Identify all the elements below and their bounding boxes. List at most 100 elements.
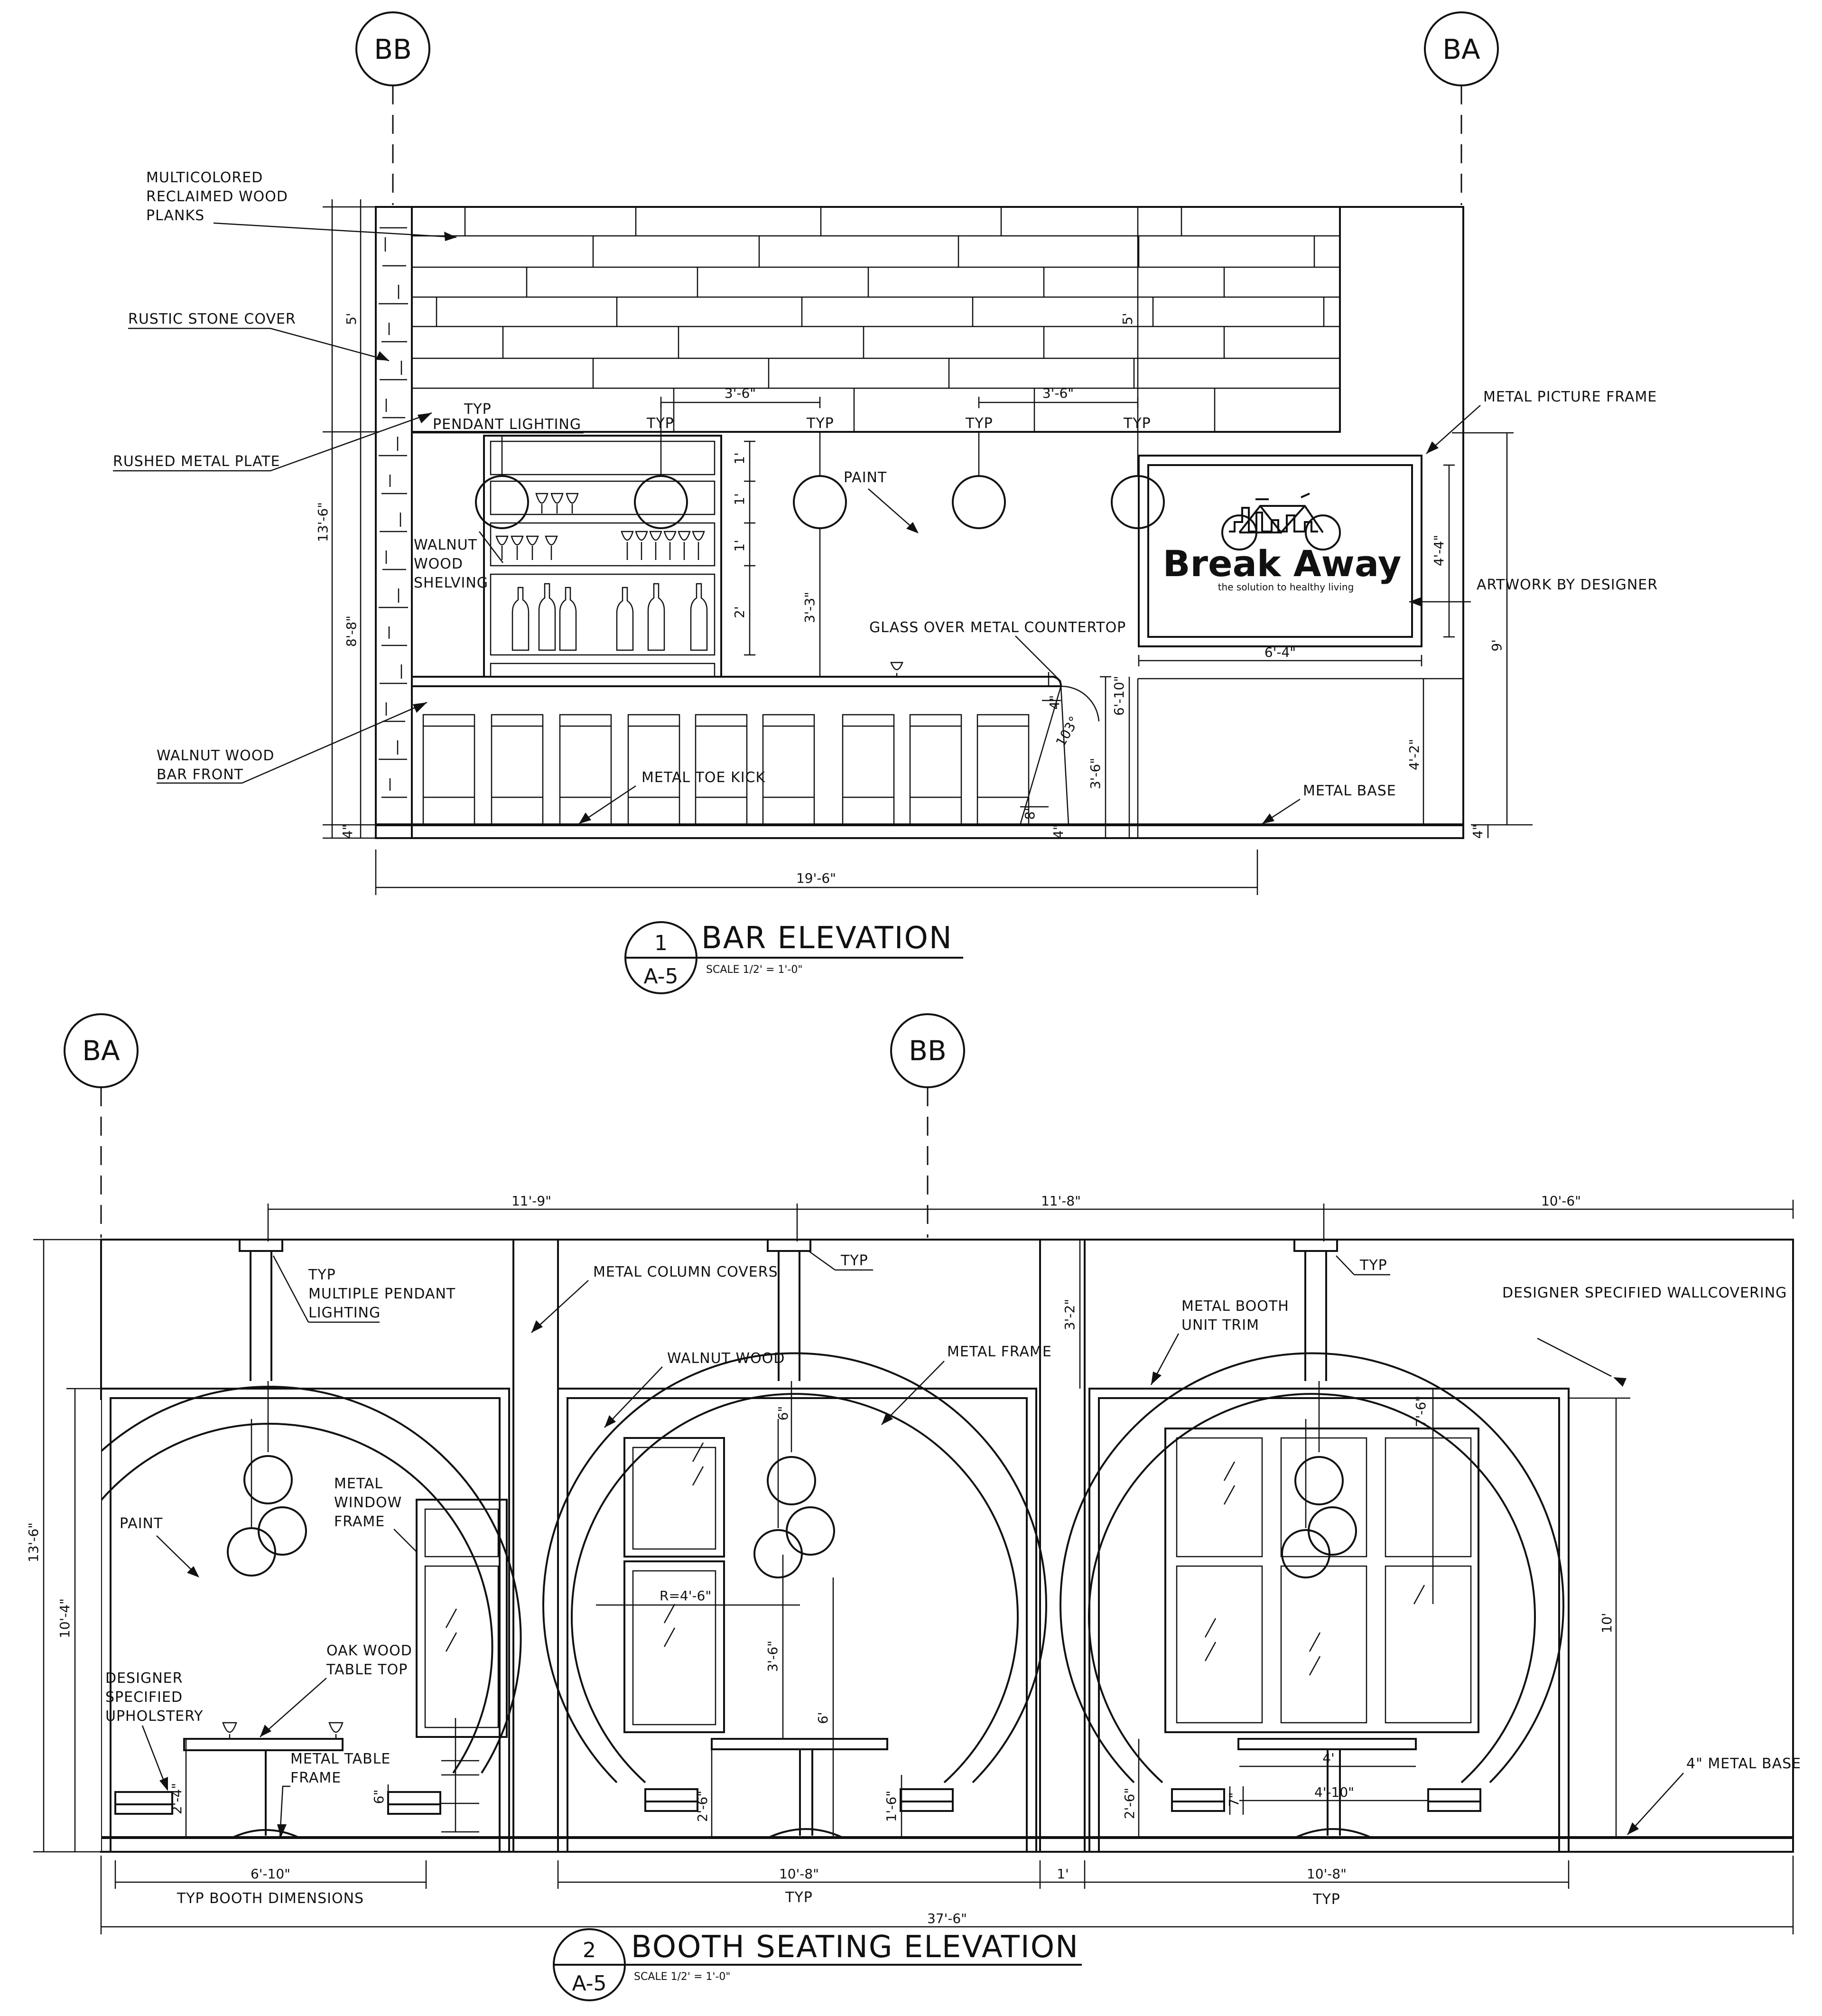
svg-text:4": 4" bbox=[340, 824, 355, 839]
svg-text:10'-8": 10'-8" bbox=[1307, 1866, 1347, 1882]
svg-text:BA: BA bbox=[82, 1035, 120, 1067]
note-picture-frame: METAL PICTURE FRAME bbox=[1426, 389, 1657, 454]
svg-text:5': 5' bbox=[1120, 313, 1135, 325]
svg-text:10'-8": 10'-8" bbox=[779, 1866, 819, 1882]
svg-text:6': 6' bbox=[815, 1712, 831, 1724]
svg-text:DESIGNER: DESIGNER bbox=[105, 1670, 183, 1687]
note-column-covers: METAL COLUMN COVERS bbox=[531, 1264, 778, 1333]
booth-pendant-lights bbox=[227, 1239, 1357, 1578]
booth-seating-elevation: BA BB bbox=[0, 1013, 1801, 2001]
svg-text:2'-4": 2'-4" bbox=[169, 1783, 185, 1814]
svg-text:8'-8": 8'-8" bbox=[344, 616, 359, 647]
svg-text:TYP: TYP bbox=[806, 415, 834, 432]
svg-text:METAL COLUMN COVERS: METAL COLUMN COVERS bbox=[593, 1264, 778, 1280]
svg-text:1': 1' bbox=[732, 452, 747, 465]
svg-text:3'-3": 3'-3" bbox=[802, 592, 818, 623]
note-metal-plate: RUSHED METAL PLATE bbox=[113, 412, 432, 472]
svg-text:UPHOLSTERY: UPHOLSTERY bbox=[105, 1708, 204, 1725]
note-bar-front: WALNUT WOOD BAR FRONT bbox=[157, 701, 428, 784]
svg-text:4': 4' bbox=[1322, 1750, 1335, 1766]
svg-text:METAL BOOTH: METAL BOOTH bbox=[1181, 1298, 1289, 1315]
svg-text:WOOD: WOOD bbox=[414, 556, 463, 572]
svg-text:10'-4": 10'-4" bbox=[57, 1598, 73, 1638]
note-toe-kick: METAL TOE KICK bbox=[578, 769, 766, 825]
metal-picture-frame bbox=[1138, 455, 1463, 680]
svg-text:PAINT: PAINT bbox=[844, 469, 887, 486]
svg-text:TYP: TYP bbox=[308, 1267, 336, 1283]
svg-text:PLANKS: PLANKS bbox=[146, 207, 205, 224]
svg-text:19'-6": 19'-6" bbox=[796, 870, 836, 886]
svg-text:TYP: TYP bbox=[965, 415, 993, 432]
reclaimed-wood-planks bbox=[411, 206, 1341, 433]
svg-text:MULTIPLE PENDANT: MULTIPLE PENDANT bbox=[308, 1286, 456, 1302]
svg-text:3'-6": 3'-6" bbox=[1042, 385, 1074, 401]
note-artwork: ARTWORK BY DESIGNER bbox=[1409, 577, 1657, 607]
note-booth-paint: PAINT bbox=[120, 1515, 199, 1577]
svg-text:LIGHTING: LIGHTING bbox=[308, 1305, 381, 1321]
svg-text:6'-10": 6'-10" bbox=[251, 1866, 290, 1882]
note-upholstery: DESIGNER SPECIFIED UPHOLSTERY bbox=[105, 1670, 204, 1791]
svg-text:9': 9' bbox=[1489, 639, 1505, 652]
svg-text:METAL PICTURE FRAME: METAL PICTURE FRAME bbox=[1483, 389, 1657, 405]
svg-text:GLASS OVER METAL COUNTERTOP: GLASS OVER METAL COUNTERTOP bbox=[869, 619, 1126, 636]
svg-text:WALNUT WOOD: WALNUT WOOD bbox=[667, 1350, 785, 1367]
svg-text:4" METAL BASE: 4" METAL BASE bbox=[1686, 1755, 1801, 1772]
svg-text:3'-6": 3'-6" bbox=[1088, 758, 1103, 789]
svg-text:RECLAIMED WOOD: RECLAIMED WOOD bbox=[146, 188, 288, 205]
svg-text:2'-6": 2'-6" bbox=[695, 1791, 710, 1822]
note-wallcovering: DESIGNER SPECIFIED WALLCOVERING bbox=[1502, 1285, 1786, 1387]
svg-text:8": 8" bbox=[1022, 805, 1038, 820]
grid-bubble-ba-bottom: BA bbox=[64, 1013, 139, 1238]
svg-text:37'-6": 37'-6" bbox=[927, 1911, 967, 1926]
svg-text:RUSHED METAL PLATE: RUSHED METAL PLATE bbox=[113, 453, 280, 470]
svg-text:11'-9": 11'-9" bbox=[511, 1193, 551, 1209]
bar-front-panels bbox=[422, 714, 1030, 826]
note-multiple-pendant: TYP MULTIPLE PENDANT LIGHTING bbox=[272, 1255, 456, 1323]
booth-1-window bbox=[416, 1499, 508, 1738]
svg-text:WALNUT: WALNUT bbox=[414, 537, 477, 553]
svg-text:1': 1' bbox=[1057, 1866, 1069, 1882]
booth-elevation-heading: BOOTH SEATING ELEVATION bbox=[631, 1930, 1079, 1965]
svg-text:1: 1 bbox=[654, 931, 668, 955]
svg-text:4": 4" bbox=[1050, 824, 1066, 839]
booth-3-windows bbox=[1164, 1428, 1479, 1733]
booth-dimensions: 11'-9" 11'-8" 10'-6" 13'-6" 10'-4" 3'-2"… bbox=[26, 1193, 1794, 1934]
svg-text:SPECIFIED: SPECIFIED bbox=[105, 1689, 183, 1706]
note-paint: PAINT bbox=[844, 469, 919, 533]
svg-text:PENDANT LIGHTING: PENDANT LIGHTING bbox=[433, 416, 581, 433]
svg-text:METAL: METAL bbox=[334, 1475, 383, 1492]
svg-text:TYP: TYP bbox=[785, 1889, 813, 1906]
svg-text:METAL TABLE: METAL TABLE bbox=[290, 1751, 390, 1767]
note-pendant: TYP PENDANT LIGHTING bbox=[412, 401, 584, 434]
grid-bubble-ba-top: BA bbox=[1424, 11, 1499, 205]
note-metal-base: METAL BASE bbox=[1262, 783, 1396, 825]
svg-text:10'-6": 10'-6" bbox=[1541, 1193, 1581, 1209]
note-metal-frame: METAL FRAME bbox=[881, 1344, 1051, 1425]
note-table-top: OAK WOOD TABLE TOP bbox=[260, 1643, 412, 1737]
svg-text:TYP: TYP bbox=[1359, 1257, 1387, 1274]
svg-text:4'-2": 4'-2" bbox=[1406, 739, 1422, 770]
bar-elevation-heading: BAR ELEVATION bbox=[701, 921, 953, 956]
svg-text:3'-2": 3'-2" bbox=[1062, 1299, 1078, 1330]
note-stone-cover: RUSTIC STONE COVER bbox=[128, 311, 390, 362]
svg-text:METAL TOE KICK: METAL TOE KICK bbox=[641, 769, 766, 786]
svg-text:10': 10' bbox=[1599, 1613, 1615, 1633]
svg-text:WALNUT WOOD: WALNUT WOOD bbox=[157, 747, 275, 764]
typ-labels: TYP TYP TYP TYP bbox=[646, 415, 1151, 432]
svg-text:1'-6": 1'-6" bbox=[883, 1791, 899, 1822]
svg-text:MULTICOLORED: MULTICOLORED bbox=[146, 169, 263, 186]
svg-text:13'-6": 13'-6" bbox=[315, 502, 331, 542]
grid-bubble-bb-bottom: BB bbox=[890, 1013, 965, 1238]
note-countertop: GLASS OVER METAL COUNTERTOP bbox=[869, 619, 1126, 682]
booth-tables-and-seats bbox=[114, 1718, 1481, 1839]
svg-text:FRAME: FRAME bbox=[334, 1513, 385, 1530]
svg-text:11'-8": 11'-8" bbox=[1041, 1193, 1081, 1209]
svg-text:4": 4" bbox=[1470, 824, 1486, 839]
svg-text:7": 7" bbox=[1226, 1792, 1242, 1807]
svg-text:A-5: A-5 bbox=[643, 964, 678, 989]
svg-text:2': 2' bbox=[732, 606, 747, 618]
svg-text:1': 1' bbox=[732, 493, 747, 505]
svg-text:TYP: TYP bbox=[1123, 415, 1151, 432]
svg-text:3'-6": 3'-6" bbox=[765, 1641, 781, 1672]
